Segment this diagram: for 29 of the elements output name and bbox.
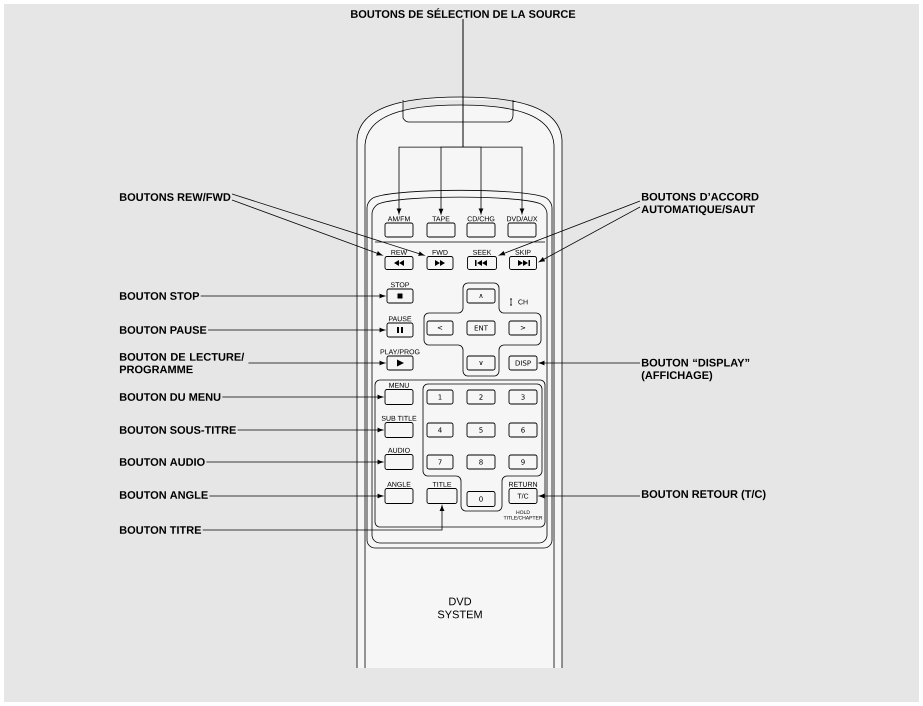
callout-label: BOUTON ANGLE [120,491,208,499]
callout-label: BOUTON DE LECTURE/ PROGRAMME [120,352,244,374]
callout-label: BOUTONS REW/FWD [120,192,230,202]
callout-label: BOUTON TITRE [120,526,202,534]
callout-label: BOUTON AUDIO [120,458,205,466]
leader-line [538,206,640,262]
leader-line [232,194,424,256]
callout-label: BOUTONS DE SÉLECTION DE LA SOURCE [351,8,576,18]
leader-line [462,18,524,214]
leader-line [538,494,640,498]
leader-line [200,294,386,298]
callout-label: BOUTON SOUS-TITRE [120,426,236,434]
callout-label: BOUTONS D’ACCORD AUTOMATIQUE/SAUT [641,192,758,216]
leader-line [222,394,384,400]
leader-line [237,428,384,432]
leader-line [202,505,444,530]
leader-line [248,360,386,366]
callout-label: BOUTON PAUSE [120,326,206,334]
callout-label: BOUTON RETOUR (T/C) [642,490,766,500]
remote-label: DVD SYSTEM [438,598,482,618]
leader-line [208,328,386,332]
callout-label: BOUTON “DISPLAY” (AFFICHAGE) [642,358,750,382]
leader-line [538,360,640,366]
callout-label: BOUTON STOP [120,292,200,300]
leader-line [209,494,384,498]
leader-line [499,200,640,256]
leader-line [232,200,382,256]
leader-line [206,460,384,464]
callout-label: BOUTON DU MENU [120,393,220,401]
